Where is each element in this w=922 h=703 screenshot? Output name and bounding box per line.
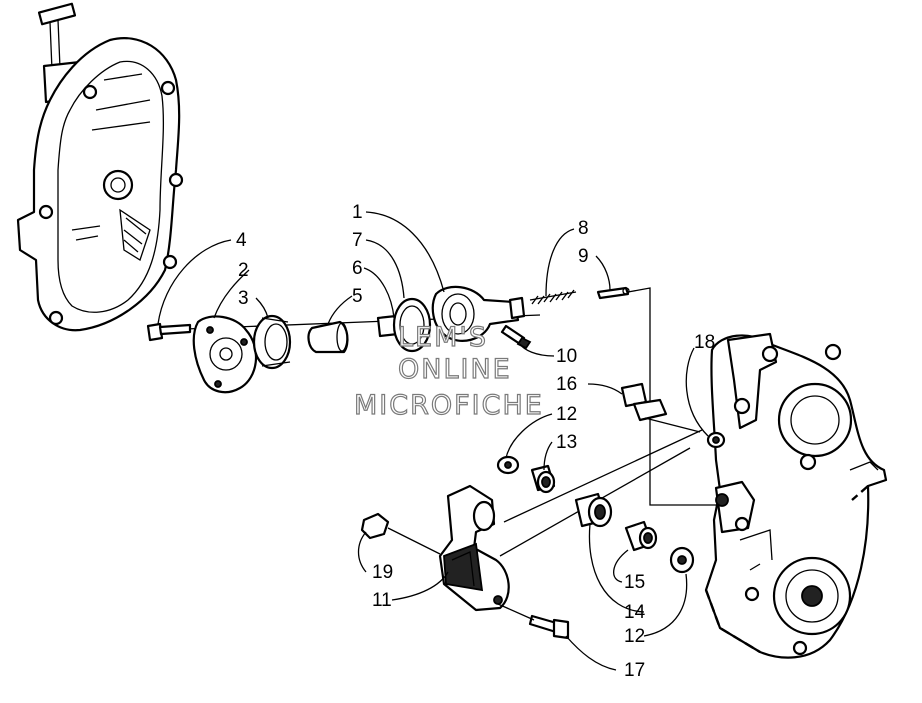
label-14: 14 <box>624 602 646 623</box>
upper-tensioner-parts <box>146 285 718 506</box>
label-12a: 12 <box>556 404 577 425</box>
label-10: 10 <box>556 346 577 367</box>
label-12b: 12 <box>624 626 645 647</box>
label-5: 5 <box>352 286 363 307</box>
label-19: 19 <box>372 562 393 583</box>
bolt-part-4 <box>146 322 192 342</box>
label-13: 13 <box>556 432 577 453</box>
part-labels: 1 2 3 4 5 6 7 8 9 10 11 12 12 13 14 15 1… <box>236 202 715 681</box>
plunger-cap-part-5 <box>307 320 349 354</box>
left-chaincase-cover <box>16 2 184 332</box>
o-ring-part-7 <box>392 297 432 353</box>
label-16: 16 <box>556 374 577 395</box>
bushing-part-13 <box>530 464 556 494</box>
bolt-part-16 <box>620 382 701 433</box>
bushing-part-14 <box>574 492 613 528</box>
sleeve-part-15 <box>624 520 658 552</box>
cover-plate-part-2 <box>192 315 258 394</box>
label-7: 7 <box>352 230 363 251</box>
label-17: 17 <box>624 660 645 681</box>
nut-part-19 <box>360 512 441 555</box>
label-1: 1 <box>352 202 363 223</box>
label-15: 15 <box>624 572 645 593</box>
label-18: 18 <box>694 332 715 353</box>
label-4: 4 <box>236 230 247 251</box>
label-11: 11 <box>372 590 392 611</box>
watermark-line-2: ONLINE <box>398 354 512 385</box>
bolt-part-17 <box>497 603 570 640</box>
watermark-line-3: MICROFICHE <box>354 390 544 421</box>
label-8: 8 <box>578 218 589 239</box>
idler-arm-part-11 <box>438 484 510 612</box>
label-9: 9 <box>578 246 589 267</box>
spring-part-8 <box>529 289 577 305</box>
washer-part-12-upper <box>496 455 520 475</box>
watermark-line-1: LEM'S <box>398 322 488 353</box>
lower-idler-parts <box>360 382 726 640</box>
label-3: 3 <box>238 288 249 309</box>
label-2: 2 <box>238 260 249 281</box>
pin-part-9 <box>596 286 630 300</box>
label-6: 6 <box>352 258 363 279</box>
washer-part-12-lower <box>669 546 695 574</box>
watermark: LEM'S ONLINE MICROFICHE <box>353 321 544 421</box>
tensioner-housing-part-1 <box>431 285 526 342</box>
screw-part-10 <box>500 324 532 350</box>
ring-part-3 <box>252 314 292 370</box>
leader-lines <box>157 211 709 671</box>
right-chaincase <box>704 332 888 659</box>
